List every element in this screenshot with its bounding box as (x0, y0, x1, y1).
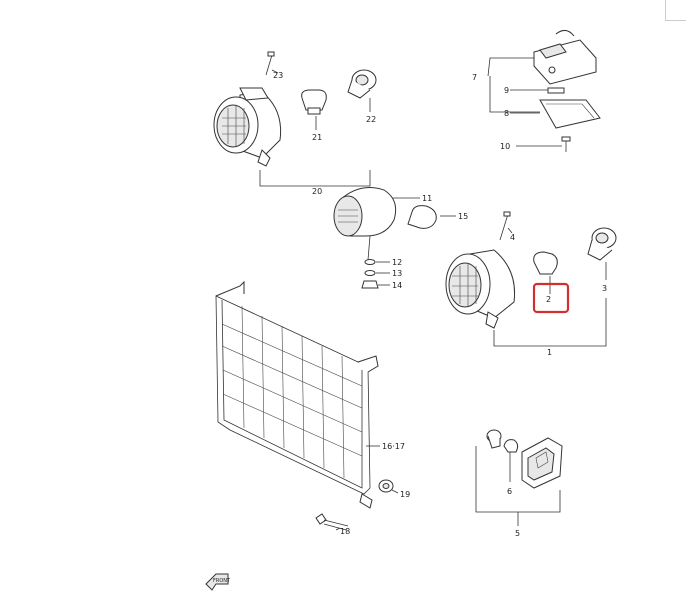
callout-1: 1 (547, 348, 552, 357)
window-corner (665, 0, 686, 21)
callout-19: 19 (400, 490, 410, 499)
switch-assembly (487, 30, 601, 152)
callout-4: 4 (510, 233, 515, 242)
callout-12: 12 (392, 258, 402, 267)
upper-lamp-assembly (213, 51, 377, 187)
front-arrow-label: FRONT (213, 578, 231, 584)
callout-9: 9 (504, 86, 509, 95)
callout-10: 10 (500, 142, 510, 151)
callout-11: 11 (422, 194, 432, 203)
guard-grille (215, 280, 380, 509)
callout-22: 22 (366, 115, 376, 124)
callout-5: 5 (515, 529, 520, 538)
center-lamp-assembly (333, 187, 456, 289)
callout-14: 14 (392, 281, 402, 290)
right-lamp-assembly (445, 211, 617, 347)
callout-16-17: 16·17 (382, 442, 405, 451)
callout-7: 7 (472, 73, 477, 82)
callout-2: 2 (546, 295, 551, 304)
callout-23: 23 (273, 71, 283, 80)
callout-3: 3 (602, 284, 607, 293)
callout-6: 6 (507, 487, 512, 496)
callout-15: 15 (458, 212, 468, 221)
callout-21: 21 (312, 133, 322, 142)
fasteners (315, 479, 399, 531)
callout-20: 20 (312, 187, 322, 196)
highlight-box (532, 282, 570, 314)
front-direction-arrow: FRONT (205, 573, 231, 591)
callout-13: 13 (392, 269, 402, 278)
lower-lamp-assembly (475, 429, 563, 526)
callout-8: 8 (504, 109, 509, 118)
callout-18: 18 (340, 527, 350, 536)
